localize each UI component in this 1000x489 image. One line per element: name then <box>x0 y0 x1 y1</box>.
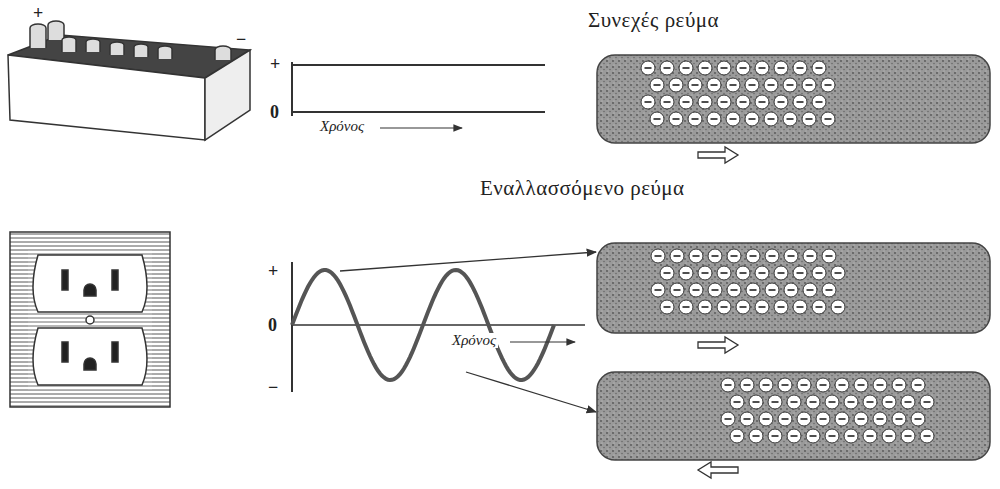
axis-label: Χρόνος <box>450 333 498 348</box>
wall-outlet <box>10 232 170 407</box>
terminal-sign: + <box>33 4 43 22</box>
wire-segment <box>597 55 990 143</box>
section-heading: Εναλλασσόμενο ρεύμα <box>480 178 685 199</box>
axis-value: − <box>268 378 278 396</box>
section-heading: Συνεχές ρεύμα <box>588 10 719 31</box>
wire-segment <box>597 243 990 333</box>
axis-value: + <box>270 55 280 73</box>
axis-value: 0 <box>270 103 279 121</box>
axis-value: + <box>268 262 278 280</box>
electron-group <box>641 61 934 443</box>
terminal-sign: − <box>236 30 246 48</box>
direction-arrow <box>698 147 738 478</box>
axis-label: Χρόνος <box>318 119 366 134</box>
wire-segment <box>597 372 990 460</box>
battery <box>8 21 250 140</box>
ac-graph <box>292 262 585 392</box>
axis-value: 0 <box>268 316 277 334</box>
leader-line <box>340 252 596 412</box>
